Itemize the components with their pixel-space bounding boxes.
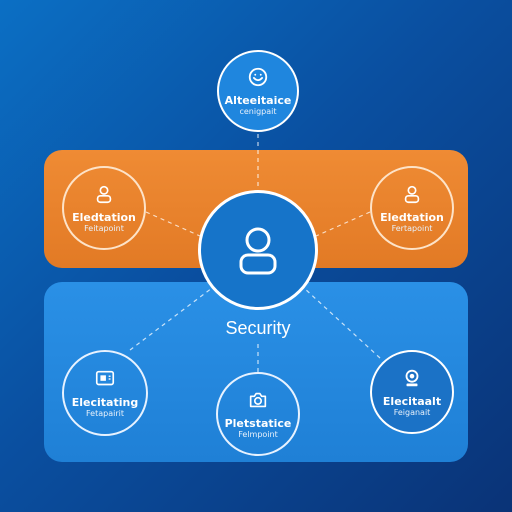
node-left-orange-title: Eledtation	[72, 210, 136, 224]
node-right-orange-subtitle: Fertapoint	[391, 223, 433, 233]
node-bottom-right-subtitle: Feiganait	[393, 407, 431, 417]
node-bottom-right-title: Elecitaalt	[382, 394, 442, 408]
node-left-orange[interactable]: Eledtation Feitapoint	[62, 166, 146, 250]
monitor-icon	[95, 370, 115, 385]
node-bottom-right[interactable]: Elecitaalt Feiganait	[370, 350, 454, 434]
node-top[interactable]: Alteeitaice cenigpait	[217, 50, 299, 132]
link-left-orange	[145, 211, 201, 237]
node-top-title: Alteeitaice	[224, 93, 292, 107]
node-bottom-left-subtitle: Fetapairit	[86, 408, 124, 418]
node-bottom-center[interactable]: Pletstatice Felmpoint	[216, 372, 300, 456]
node-right-orange[interactable]: Eledtation Fertapoint	[370, 166, 454, 250]
node-bottom-center-subtitle: Felmpoint	[238, 429, 278, 439]
node-bottom-left-title: Elecitating	[71, 395, 139, 409]
link-bottom-right	[303, 287, 381, 359]
node-left-orange-subtitle: Feitapoint	[84, 223, 124, 233]
user-icon	[239, 227, 277, 275]
center-label: Security	[225, 318, 291, 338]
user-icon	[96, 185, 112, 203]
user-icon	[404, 185, 420, 203]
link-bottom-left	[129, 287, 213, 351]
node-bottom-left[interactable]: Elecitating Fetapairit	[62, 350, 148, 436]
node-bottom-center-title: Pletstatice	[224, 416, 292, 430]
camera-icon	[249, 392, 267, 407]
node-top-subtitle: cenigpait	[239, 106, 277, 116]
center-node[interactable]	[198, 190, 318, 310]
person-badge-icon	[405, 369, 419, 386]
link-right-orange	[315, 211, 371, 237]
node-right-orange-title: Eledtation	[380, 210, 444, 224]
smiley-icon	[248, 67, 268, 86]
